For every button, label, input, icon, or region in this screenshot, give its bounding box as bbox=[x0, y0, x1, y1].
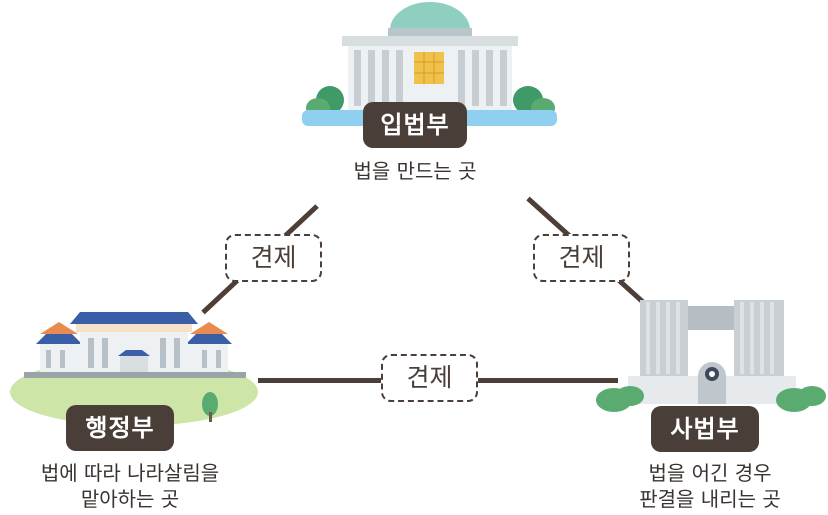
executive-building-icon bbox=[10, 312, 258, 426]
check-label-right: 견제 bbox=[533, 234, 630, 282]
legislative-description: 법을 만드는 곳 bbox=[353, 159, 477, 183]
judicial-building-icon bbox=[596, 300, 826, 412]
legislative-building-icon bbox=[302, 2, 557, 126]
check-label-bottom: 견제 bbox=[381, 354, 478, 402]
check-label-left: 견제 bbox=[225, 234, 322, 282]
executive-description-line1: 법에 따라 나라살림을 bbox=[40, 461, 220, 485]
judicial-badge: 사법부 bbox=[651, 406, 759, 452]
executive-badge: 행정부 bbox=[66, 405, 174, 451]
judicial-description-line1: 법을 어긴 경우 bbox=[648, 461, 772, 485]
legislative-badge: 입법부 bbox=[363, 102, 467, 148]
judicial-description-line2: 판결을 내리는 곳 bbox=[639, 487, 781, 511]
executive-description-line2: 맡아하는 곳 bbox=[80, 487, 180, 511]
